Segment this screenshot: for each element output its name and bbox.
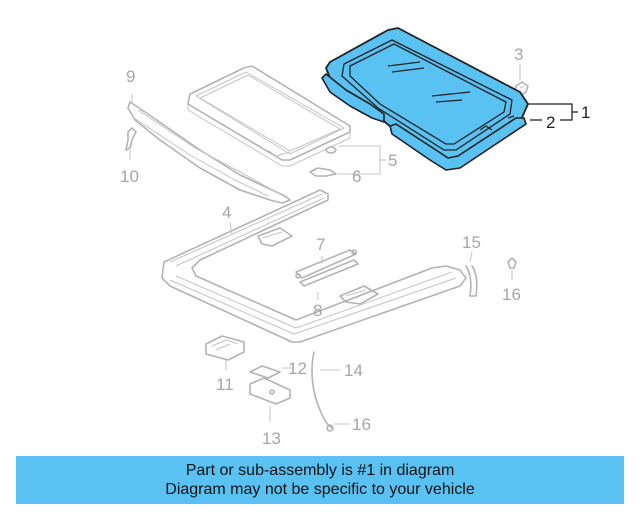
callout-16-upper: 16 xyxy=(502,285,521,304)
leader-lines xyxy=(129,64,578,425)
info-banner: Part or sub-assembly is #1 in diagram Di… xyxy=(16,456,624,504)
parts-diagram: 1 2 3 4 5 6 7 8 9 10 11 12 13 14 15 16 1… xyxy=(120,27,590,448)
callout-8: 8 xyxy=(313,301,322,320)
callout-10: 10 xyxy=(120,167,139,186)
callout-11: 11 xyxy=(216,375,234,394)
clip-part-10 xyxy=(125,127,137,151)
motor-part-11 xyxy=(205,335,245,361)
weatherstrip-seal xyxy=(321,73,527,171)
callout-16-lower: 16 xyxy=(352,415,371,434)
callout-2: 2 xyxy=(546,113,555,132)
clip-part-16 xyxy=(507,257,517,269)
sunroof-frame xyxy=(161,189,467,343)
bracket-part-12-13 xyxy=(249,365,291,405)
callout-3: 3 xyxy=(514,45,523,64)
callout-13: 13 xyxy=(262,429,281,448)
callout-4: 4 xyxy=(222,203,231,222)
banner-line-1: Part or sub-assembly is #1 in diagram xyxy=(185,462,455,479)
guide-parts-5-6 xyxy=(309,146,337,177)
callout-15: 15 xyxy=(462,233,481,252)
drain-hose-14 xyxy=(311,351,334,432)
guide-rail-7-8 xyxy=(295,249,359,287)
callout-12: 12 xyxy=(288,359,307,378)
deflector-strip xyxy=(127,101,291,204)
callout-6: 6 xyxy=(352,167,361,186)
callout-5: 5 xyxy=(388,151,397,170)
callout-1: 1 xyxy=(581,103,590,122)
callout-9: 9 xyxy=(126,67,135,86)
banner-line-2: Diagram may not be specific to your vehi… xyxy=(165,481,475,498)
callout-14: 14 xyxy=(344,361,363,380)
drain-hose-15 xyxy=(465,265,478,297)
sunshade-panel xyxy=(187,65,351,167)
callout-7: 7 xyxy=(316,235,325,254)
